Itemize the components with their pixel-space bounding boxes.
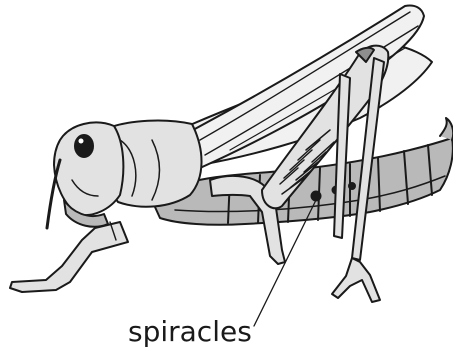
compound-eye	[75, 135, 93, 157]
front-leg	[10, 222, 128, 292]
spiracle-dot	[349, 183, 355, 189]
spiracles-label: spiracles	[128, 318, 252, 346]
spiracle-dot	[312, 192, 321, 201]
